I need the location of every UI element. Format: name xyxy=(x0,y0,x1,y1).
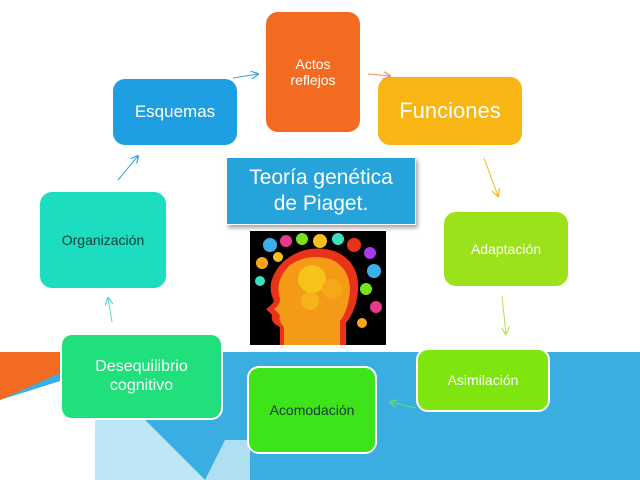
diagram-title: Teoría genética de Piaget. xyxy=(226,157,416,225)
head-with-brain-gears-icon xyxy=(250,231,386,345)
background-white-band xyxy=(205,440,250,480)
node-label: Adaptación xyxy=(470,240,542,257)
node-asimilacion: Asimilación xyxy=(416,348,550,412)
gear xyxy=(298,265,326,293)
node-desequilibrio-cognitivo: Desequilibrio cognitivo xyxy=(60,333,223,420)
node-label: Asimilación xyxy=(447,371,519,388)
node-label: Actos reflejos xyxy=(290,55,336,88)
title-text: Teoría genética de Piaget. xyxy=(249,165,393,215)
node-esquemas: Esquemas xyxy=(113,79,237,145)
gear xyxy=(322,279,342,299)
node-label: Organización xyxy=(61,231,145,248)
brain-illustration xyxy=(250,231,386,345)
background-orange-corner xyxy=(0,352,62,400)
node-adaptacion: Adaptación xyxy=(444,212,568,286)
gear xyxy=(301,292,319,310)
node-label: Funciones xyxy=(399,98,501,124)
node-organizacion: Organización xyxy=(40,192,166,288)
node-actos-reflejos: Actos reflejos xyxy=(266,12,360,132)
node-label: Acomodación xyxy=(269,401,355,418)
node-label: Desequilibrio cognitivo xyxy=(95,358,188,394)
node-acomodacion: Acomodación xyxy=(247,366,377,454)
node-label: Esquemas xyxy=(134,102,216,122)
node-funciones: Funciones xyxy=(378,77,522,145)
